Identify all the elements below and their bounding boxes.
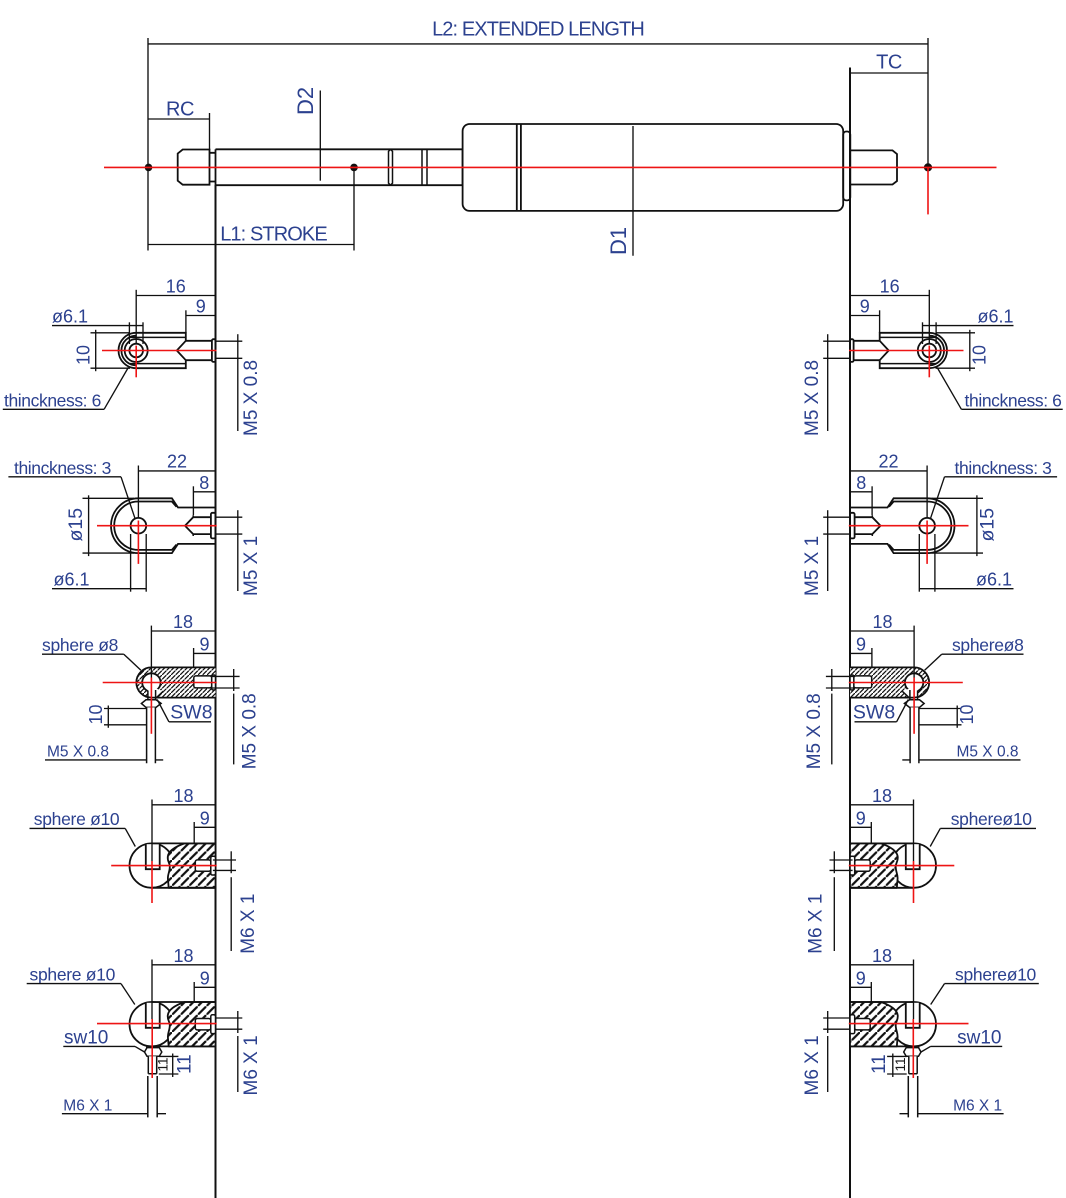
svg-text:8: 8 [856, 473, 866, 493]
svg-text:M5 X 0.8: M5 X 0.8 [240, 693, 261, 769]
svg-text:D1: D1 [606, 227, 631, 255]
svg-text:ø15: ø15 [977, 508, 999, 542]
svg-text:thinckness: 3: thinckness: 3 [955, 458, 1052, 478]
svg-text:11: 11 [893, 1057, 908, 1071]
svg-text:sphereø10: sphereø10 [951, 809, 1033, 829]
svg-text:M5 X 0.8: M5 X 0.8 [802, 360, 823, 436]
svg-text:18: 18 [173, 612, 193, 632]
svg-text:sphere ø10: sphere ø10 [30, 965, 116, 985]
svg-text:22: 22 [878, 452, 898, 472]
svg-text:SW8: SW8 [853, 702, 895, 724]
svg-text:sphere ø10: sphere ø10 [34, 809, 120, 829]
svg-text:M6 X 1: M6 X 1 [805, 894, 826, 954]
svg-text:thinckness: 3: thinckness: 3 [14, 458, 111, 478]
svg-text:M5 X 1: M5 X 1 [241, 536, 262, 596]
svg-text:RC: RC [166, 99, 194, 121]
svg-text:10: 10 [86, 704, 106, 724]
svg-text:9: 9 [200, 809, 210, 829]
svg-text:ø6.1: ø6.1 [976, 570, 1012, 590]
svg-text:18: 18 [872, 786, 892, 806]
svg-text:ø15: ø15 [65, 508, 87, 542]
svg-text:10: 10 [969, 345, 989, 365]
svg-text:18: 18 [872, 946, 892, 966]
svg-text:M5 X 1: M5 X 1 [802, 536, 823, 596]
svg-text:ø6.1: ø6.1 [977, 306, 1013, 326]
svg-text:M6 X 1: M6 X 1 [802, 1035, 823, 1095]
svg-text:M5 X 0.8: M5 X 0.8 [956, 744, 1018, 761]
svg-text:M5 X 0.8: M5 X 0.8 [241, 360, 262, 436]
svg-text:11: 11 [155, 1057, 170, 1071]
svg-text:11: 11 [175, 1054, 196, 1074]
svg-text:22: 22 [167, 452, 187, 472]
svg-text:9: 9 [199, 635, 209, 655]
svg-text:16: 16 [166, 277, 186, 297]
svg-text:M6 X 1: M6 X 1 [63, 1098, 112, 1115]
svg-text:11: 11 [869, 1054, 890, 1074]
svg-text:M5 X 0.8: M5 X 0.8 [804, 693, 825, 769]
svg-text:9: 9 [860, 297, 870, 317]
svg-text:sphere ø8: sphere ø8 [42, 635, 118, 655]
svg-text:TC: TC [876, 52, 902, 74]
svg-text:18: 18 [173, 786, 193, 806]
svg-text:sphereø10: sphereø10 [955, 965, 1037, 985]
svg-text:9: 9 [856, 635, 866, 655]
svg-text:thinckness: 6: thinckness: 6 [4, 390, 101, 410]
svg-text:10: 10 [957, 704, 977, 724]
svg-text:thinckness: 6: thinckness: 6 [965, 390, 1062, 410]
svg-text:L2: EXTENDED LENGTH: L2: EXTENDED LENGTH [432, 19, 644, 41]
svg-text:D2: D2 [293, 87, 318, 115]
svg-text:sphereø8: sphereø8 [952, 635, 1024, 655]
svg-text:ø6.1: ø6.1 [54, 570, 90, 590]
svg-text:L1: STROKE: L1: STROKE [220, 224, 327, 246]
svg-text:ø6.1: ø6.1 [52, 306, 88, 326]
svg-text:8: 8 [199, 473, 209, 493]
svg-text:M6 X 1: M6 X 1 [241, 1035, 262, 1095]
svg-text:sw10: sw10 [957, 1028, 1001, 1049]
svg-text:9: 9 [196, 297, 206, 317]
svg-text:9: 9 [856, 969, 866, 989]
svg-text:16: 16 [880, 277, 900, 297]
svg-text:M5 X 0.8: M5 X 0.8 [47, 744, 109, 761]
svg-text:M6 X 1: M6 X 1 [953, 1098, 1002, 1115]
svg-text:9: 9 [200, 969, 210, 989]
svg-text:18: 18 [872, 612, 892, 632]
svg-text:M6 X 1: M6 X 1 [238, 894, 259, 954]
svg-text:SW8: SW8 [170, 702, 212, 724]
svg-text:sw10: sw10 [64, 1028, 108, 1049]
svg-text:10: 10 [73, 345, 93, 365]
svg-text:18: 18 [173, 946, 193, 966]
svg-text:9: 9 [856, 809, 866, 829]
